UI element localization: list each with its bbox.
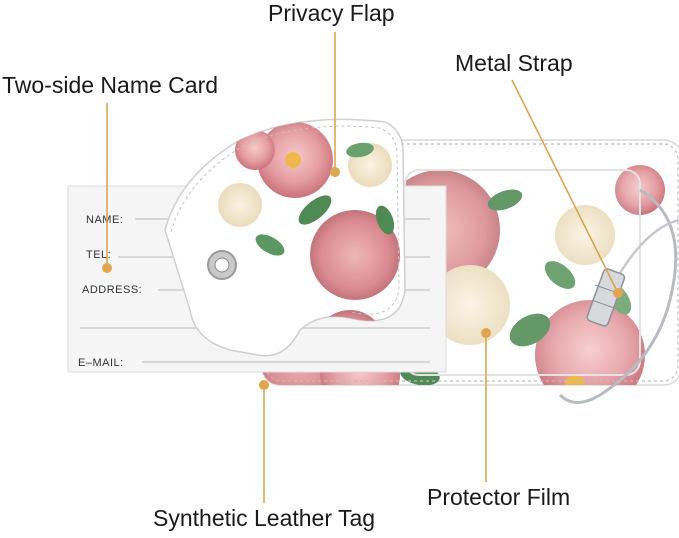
card-field-email: E–MAIL: [78, 357, 124, 369]
dot-leather-tag [259, 380, 269, 390]
strap-screw-barrel [586, 268, 626, 327]
callout-privacy-flap: Privacy Flap [268, 0, 395, 26]
callout-metal-strap: Metal Strap [455, 50, 573, 76]
card-field-address: ADDRESS: [82, 284, 142, 296]
callout-name-card: Two-side Name Card [2, 72, 219, 98]
leader-lines [106, 32, 619, 503]
callout-protector-film: Protector Film [427, 484, 571, 510]
dot-metal-strap [613, 288, 623, 298]
dot-name-card [102, 263, 112, 273]
card-field-tel: TEL: [86, 249, 111, 261]
metal-strap [558, 188, 679, 404]
callout-leather-tag: Synthetic Leather Tag [153, 505, 376, 531]
card-field-name: NAME: [86, 214, 123, 226]
dot-privacy-flap [330, 167, 340, 177]
leader-metal-strap [511, 79, 619, 294]
dot-protector-film [481, 328, 491, 338]
